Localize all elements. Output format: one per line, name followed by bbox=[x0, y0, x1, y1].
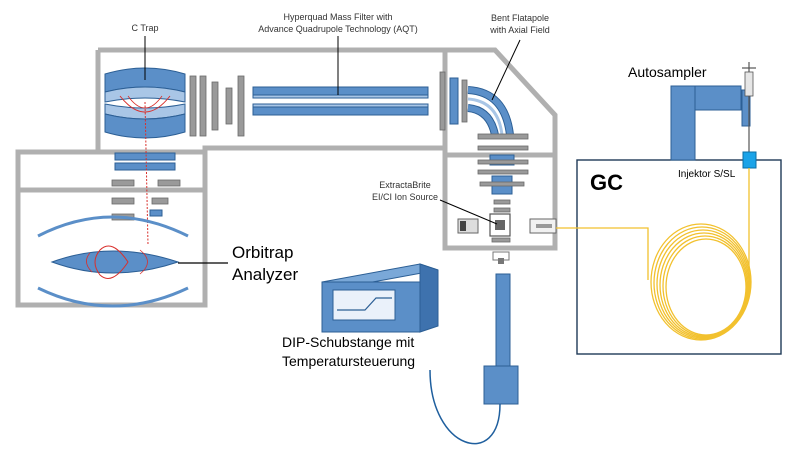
c-trap-label: C Trap bbox=[131, 23, 158, 33]
dip-label-line1: DIP-Schubstange mit bbox=[282, 334, 414, 350]
autosampler bbox=[670, 85, 751, 161]
quad-exit-lenses bbox=[439, 71, 468, 131]
dip-controller bbox=[321, 263, 439, 333]
bent-flatapole bbox=[467, 86, 514, 136]
injector bbox=[742, 151, 757, 169]
orbitrap-label-line1: Orbitrap bbox=[232, 243, 293, 262]
gc-label: GC bbox=[590, 170, 623, 195]
ion-source bbox=[457, 213, 557, 243]
orbitrap bbox=[37, 215, 228, 308]
bent-flatapole-label-line1: Bent Flatapole bbox=[491, 13, 549, 23]
label-leaders bbox=[144, 36, 521, 225]
ion-guide-stack bbox=[477, 133, 529, 213]
quadrupole-label-line1: Hyperquad Mass Filter with bbox=[283, 12, 392, 22]
transfer-lenses bbox=[189, 75, 245, 137]
gc-column bbox=[556, 168, 752, 341]
syringe bbox=[742, 62, 756, 152]
injector-label: Injektor S/SL bbox=[678, 169, 736, 180]
orbitrap-label-line2: Analyzer bbox=[232, 265, 298, 284]
dip-probe bbox=[429, 273, 519, 445]
quadrupole-mass-filter bbox=[252, 86, 429, 116]
quadrupole-label-line2: Advance Quadrupole Technology (AQT) bbox=[258, 24, 417, 34]
dip-label-line2: Temperatursteuerung bbox=[282, 353, 415, 369]
ion-source-label-line2: EI/CI Ion Source bbox=[372, 192, 438, 202]
probe-inlet bbox=[492, 251, 510, 264]
autosampler-label: Autosampler bbox=[628, 64, 707, 80]
ion-source-label-line1: ExtractaBrite bbox=[379, 180, 431, 190]
bent-flatapole-label-line2: with Axial Field bbox=[489, 25, 550, 35]
